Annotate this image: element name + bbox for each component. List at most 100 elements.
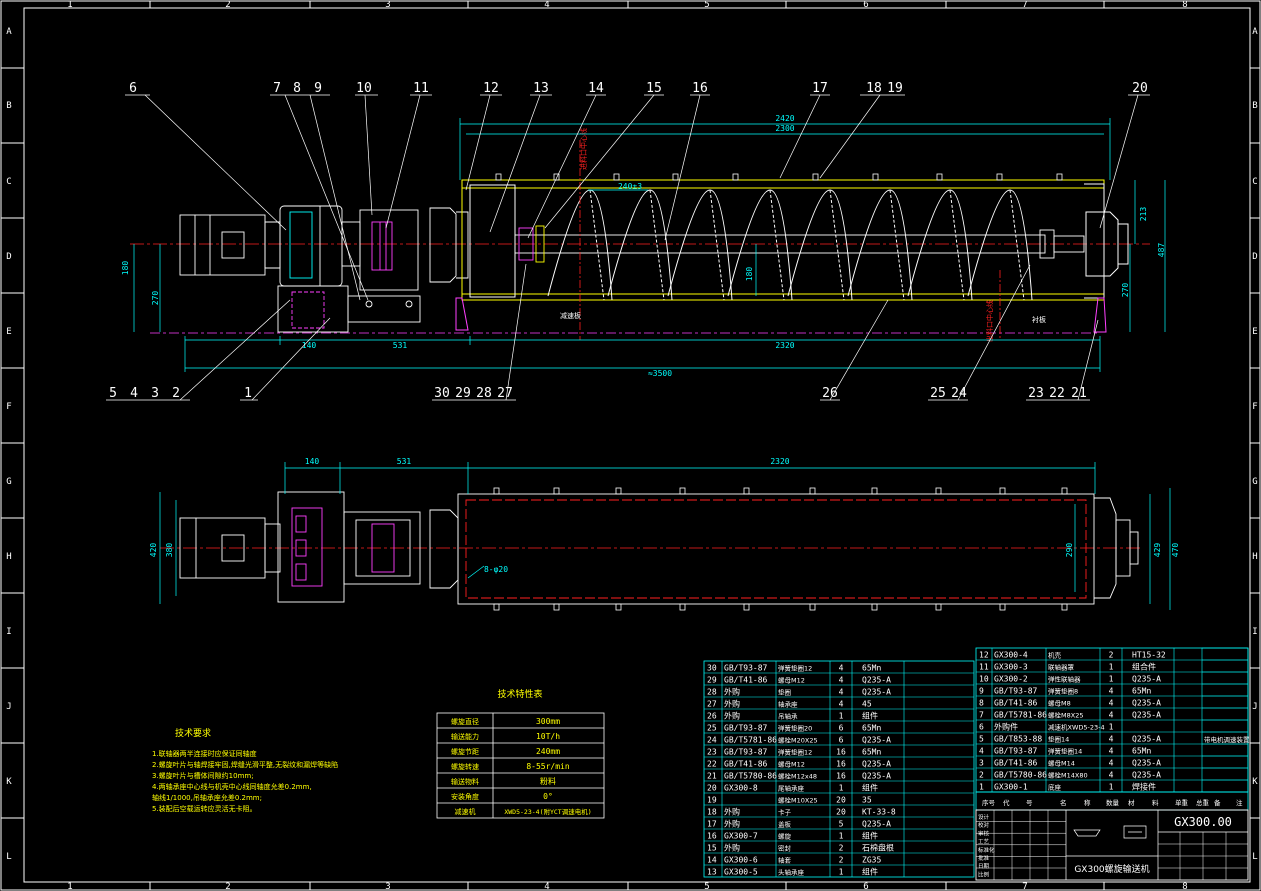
bom-cell-name: 螺母M12 xyxy=(778,676,805,685)
note-label: 减速板 xyxy=(560,311,581,320)
col-label: 6 xyxy=(863,882,868,891)
cover-clips xyxy=(495,173,1063,181)
dim-label: 240±3 xyxy=(618,182,642,191)
bom-header-cell: 总重 xyxy=(1196,798,1210,807)
spec-key: 螺旋直径 xyxy=(451,717,479,726)
callout-number: 17 xyxy=(812,81,828,96)
front-view: 进料口中心线 出料口中心线 减速板 衬板 2420 2300 xyxy=(106,81,1166,401)
bom-cell-qty: 1 xyxy=(839,832,844,841)
bom-cell-qty: 2 xyxy=(1109,651,1114,660)
bom-cell-no: 19 xyxy=(707,796,717,805)
bom-cell-no: 11 xyxy=(979,663,989,672)
bom-cell-qty: 4 xyxy=(1109,771,1114,780)
bom-cell-material: 组件 xyxy=(862,783,878,793)
tech-spec-title: 技术特性表 xyxy=(497,688,542,700)
bom-cell-no: 30 xyxy=(707,664,717,673)
bom-cell-no: 21 xyxy=(707,772,717,781)
row-label: E xyxy=(1252,327,1257,337)
bom-cell-code: GX300-8 xyxy=(724,784,758,793)
bom-cell-qty: 4 xyxy=(839,700,844,709)
dim-label: 140 xyxy=(305,457,320,466)
title-small-label: 工艺 xyxy=(978,839,990,846)
bom-header-cell: 代 xyxy=(1003,798,1010,807)
bom-cell-material: KT-33-8 xyxy=(862,808,896,817)
title-small-label: 校对 xyxy=(978,821,990,829)
bom-cell-no: 3 xyxy=(979,759,984,768)
col-label: 1 xyxy=(67,0,72,10)
title-small-label: 标准化 xyxy=(978,846,995,854)
bom-cell-qty: 1 xyxy=(1109,783,1114,792)
callout-number: 21 xyxy=(1071,386,1087,401)
bom-cell-qty: 16 xyxy=(836,772,846,781)
callout-number: 18 xyxy=(866,81,882,96)
bom-cell-code: GB/T93-87 xyxy=(724,748,768,757)
title-small-label: 批准 xyxy=(978,854,990,862)
bom-cell-material: Q235-A xyxy=(862,688,891,697)
bom-cell-name: 轴承座 xyxy=(778,700,798,709)
dim-label: 2420 xyxy=(775,114,794,123)
frame-row-labels: A B C D E F G H I J K L A B C D E F G H … xyxy=(6,27,1258,862)
bom-cell-code: GB/T853-88 xyxy=(994,735,1042,744)
col-label: 7 xyxy=(1022,0,1027,10)
callout-number: 24 xyxy=(951,386,967,401)
col-label: 5 xyxy=(704,882,709,891)
bom-cell-qty: 6 xyxy=(839,736,844,745)
row-label: F xyxy=(1252,402,1257,412)
bom-cell-code: 外购件 xyxy=(994,722,1018,732)
bom-cell-no: 22 xyxy=(707,760,717,769)
row-label: J xyxy=(1252,702,1257,712)
row-label: I xyxy=(6,627,11,637)
row-label: C xyxy=(6,177,11,187)
bom-cell-material: 组件 xyxy=(862,867,878,877)
col-label: 3 xyxy=(385,0,390,10)
bom-cell-name: 弹簧垫圈12 xyxy=(778,664,812,673)
bom-cell-qty: 1 xyxy=(839,712,844,721)
bom-cell-material: 65Mn xyxy=(862,748,881,757)
callout-number: 2 xyxy=(172,386,180,401)
dim-label: 213 xyxy=(1139,207,1148,222)
bom-cell-code: GB/T5780-86 xyxy=(724,772,777,781)
bom-cell-code: GB/T41-86 xyxy=(724,760,768,769)
bom-cell-name: 螺栓M8X25 xyxy=(1048,711,1083,720)
bom-cell-code: GB/T41-86 xyxy=(994,699,1038,708)
callout-number: 9 xyxy=(314,81,322,96)
bom-cell-name: 螺栓M14X80 xyxy=(1048,771,1088,780)
bom-cell-name: 弹性联轴器 xyxy=(1048,675,1081,684)
bom-cell-material: Q235-A xyxy=(1132,759,1161,768)
bom-cell-no: 2 xyxy=(979,771,984,780)
motor xyxy=(179,214,281,276)
col-label: 6 xyxy=(863,0,868,10)
bom-cell-qty: 2 xyxy=(839,856,844,865)
tech-req-line: 3.螺旋叶片与槽体间隙约10mm; xyxy=(152,771,254,780)
callout-number: 4 xyxy=(130,386,138,401)
callout-number: 23 xyxy=(1028,386,1044,401)
bom-cell-code: 外购 xyxy=(724,807,740,817)
bom-cell-no: 29 xyxy=(707,676,717,685)
bom-cell-material: 石棉盘根 xyxy=(862,843,894,853)
bom-cell-no: 7 xyxy=(979,711,984,720)
bom-cell-code: GB/T93-87 xyxy=(994,687,1038,696)
spec-value: 10T/h xyxy=(536,732,560,741)
callout-number: 30 xyxy=(434,386,450,401)
bom-cell-code: GB/T41-86 xyxy=(724,676,768,685)
callout-number: 14 xyxy=(588,81,604,96)
bom-cell-material: 组合件 xyxy=(1132,662,1156,672)
drawing-number: GX300.00 xyxy=(1174,815,1232,829)
dim-label: 487 xyxy=(1157,243,1166,258)
bom-cell-material: HT15-32 xyxy=(1132,651,1166,660)
title-small-label: 审核 xyxy=(978,829,990,837)
bom-cell-code: 外购 xyxy=(724,711,740,721)
callout-number: 29 xyxy=(455,386,471,401)
bom-cell-name: 轴套 xyxy=(778,856,792,865)
dim-label: 180 xyxy=(745,267,754,282)
title-small-label: 日期 xyxy=(978,863,990,870)
spec-value: 0° xyxy=(543,792,553,801)
col-label: 4 xyxy=(544,0,549,10)
bom-cell-no: 25 xyxy=(707,724,717,733)
spec-key: 输送能力 xyxy=(451,732,479,741)
bom-cell-code: 外购 xyxy=(724,843,740,853)
bom-cell-no: 5 xyxy=(979,735,984,744)
outlet-label: 出料口中心线 xyxy=(985,300,994,342)
